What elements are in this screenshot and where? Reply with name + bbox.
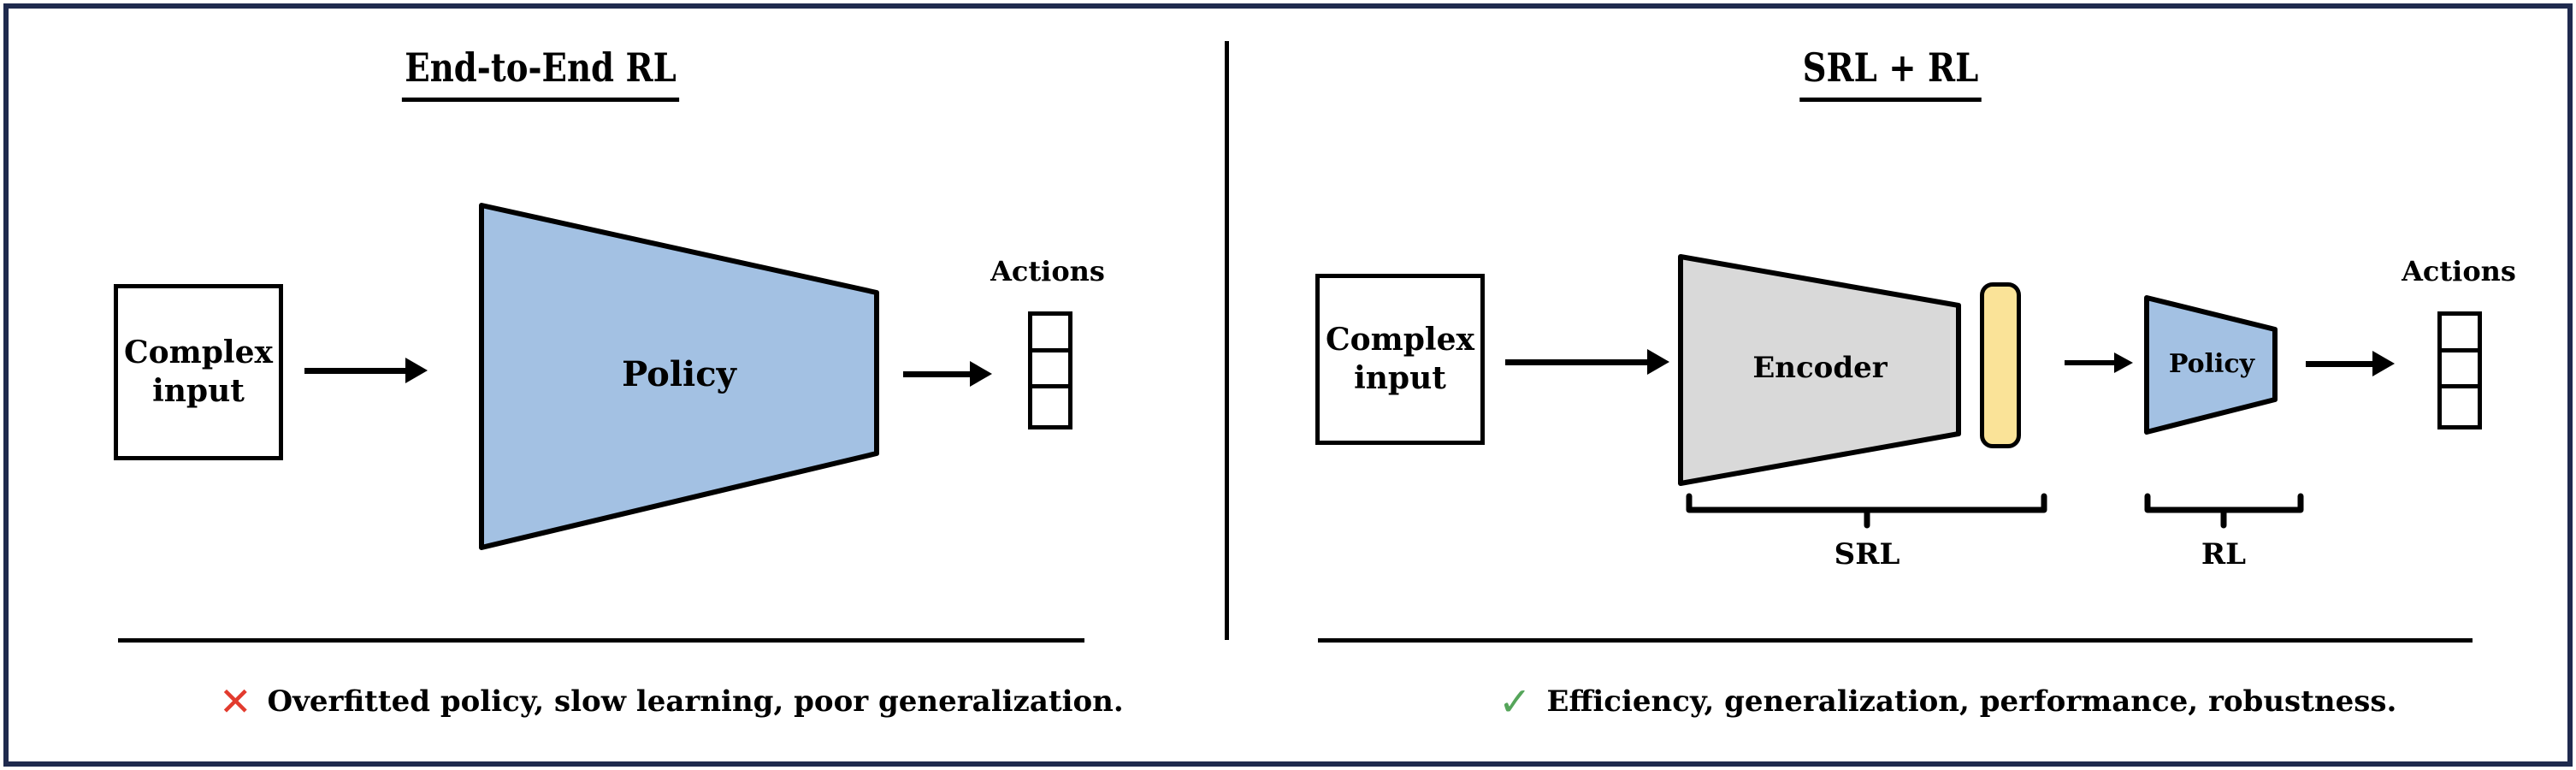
right-actions-label: Actions	[2402, 255, 2516, 287]
right-panel-title: SRL + RL	[1799, 44, 1982, 102]
right-actions-stack	[2437, 311, 2482, 429]
left-baseline-rule	[118, 638, 1084, 643]
rl-brace-label: RL	[2201, 537, 2247, 572]
right-complex-input-box: Complex input	[1315, 274, 1485, 445]
cross-mark-icon: ✕	[219, 678, 252, 725]
left-complex-input-line2: input	[152, 373, 245, 409]
action-cell	[1032, 316, 1068, 352]
right-encoder-trapezoid-shape	[1678, 254, 1961, 486]
left-note: ✕ Overfitted policy, slow learning, poor…	[219, 678, 1124, 726]
arrow-shaft	[1505, 358, 1647, 365]
action-cell	[1032, 352, 1068, 389]
arrow-head	[1647, 349, 1669, 375]
arrow-head	[405, 358, 428, 383]
right-baseline-rule	[1318, 638, 2473, 643]
right-panel-title-wrap: SRL + RL	[1548, 44, 2232, 102]
outer-frame	[3, 3, 2573, 767]
right-note: ✓ Efficiency, generalization, performanc…	[1498, 678, 2396, 726]
check-mark-icon: ✓	[1498, 678, 1532, 725]
left-policy-trapezoid	[479, 203, 879, 550]
action-cell	[2442, 316, 2478, 352]
right-policy-trapezoid-shape	[2144, 295, 2278, 435]
action-cell	[1032, 388, 1068, 425]
rl-brace	[2144, 493, 2304, 529]
right-policy-label: Policy	[2168, 349, 2255, 379]
arrow-shaft	[2065, 360, 2114, 365]
brace-group	[1686, 493, 2304, 529]
left-complex-input-line1: Complex	[124, 335, 273, 370]
right-encoder-trapezoid	[1678, 254, 1961, 486]
arrow-head	[2114, 352, 2133, 373]
right-policy-trapezoid	[2144, 295, 2278, 435]
left-policy-trapezoid-shape	[479, 203, 879, 550]
srl-brace	[1686, 493, 2047, 529]
right-complex-input-line1: Complex	[1326, 322, 1474, 358]
arrow-shaft	[903, 370, 970, 377]
right-note-text: Efficiency, generalization, performance,…	[1546, 684, 2397, 719]
latent-representation-bar	[1980, 282, 2021, 448]
left-complex-input-box: Complex input	[114, 284, 283, 460]
right-encoder-label: Encoder	[1752, 351, 1888, 385]
left-arrow-policy-to-actions	[903, 361, 992, 387]
action-cell	[2442, 388, 2478, 425]
left-policy-label: Policy	[622, 354, 736, 394]
right-arrow-input-to-encoder	[1505, 349, 1669, 375]
action-cell	[2442, 352, 2478, 389]
left-actions-stack	[1028, 311, 1072, 429]
srl-brace-label: SRL	[1834, 537, 1900, 572]
arrow-head	[970, 361, 992, 387]
left-note-text: Overfitted policy, slow learning, poor g…	[267, 684, 1124, 719]
right-arrow-latent-to-policy	[2065, 352, 2133, 373]
left-panel-title-wrap: End-to-End RL	[198, 44, 883, 102]
arrow-head	[2372, 351, 2395, 376]
left-arrow-input-to-policy	[304, 358, 428, 383]
right-arrow-policy-to-actions	[2306, 351, 2395, 376]
left-panel-title: End-to-End RL	[401, 44, 680, 102]
arrow-shaft	[304, 367, 405, 374]
right-complex-input-line2: input	[1354, 360, 1446, 396]
panel-divider	[1225, 41, 1229, 640]
arrow-shaft	[2306, 360, 2372, 367]
left-actions-label: Actions	[990, 255, 1105, 287]
